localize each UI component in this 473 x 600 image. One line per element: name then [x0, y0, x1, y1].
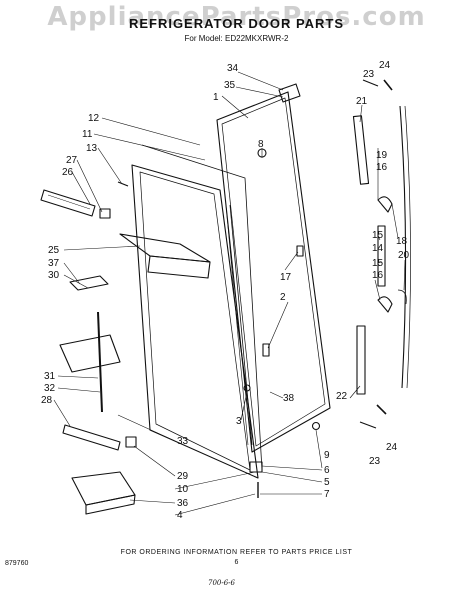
callout-33: 33	[177, 436, 189, 447]
callout-8: 8	[258, 139, 264, 150]
handle-middle	[377, 225, 386, 287]
callout-16-bottom: 16	[372, 270, 384, 281]
ordering-note: FOR ORDERING INFORMATION REFER TO PARTS …	[120, 549, 353, 556]
callout-14: 14	[372, 243, 384, 254]
shelf-cover	[69, 275, 109, 291]
callout-24-top: 24	[379, 60, 391, 71]
callout-30: 30	[48, 270, 60, 281]
handle-trim	[399, 105, 407, 389]
callout-12: 12	[88, 113, 100, 124]
callout-19: 19	[376, 150, 388, 161]
callout-21: 21	[356, 96, 368, 107]
callout-24-bottom: 24	[386, 442, 398, 453]
door-shelf	[119, 233, 211, 279]
callout-34: 34	[227, 63, 239, 74]
callout-16-top: 16	[376, 162, 388, 173]
model-subtitle: For Model: ED22MKXRWR-2	[184, 34, 289, 43]
diagram-code: 879760	[5, 560, 29, 567]
page-number: 6	[234, 559, 239, 566]
callout-18: 18	[396, 236, 408, 247]
callout-4: 4	[177, 510, 183, 521]
callout-2: 2	[280, 292, 286, 303]
callout-32: 32	[44, 383, 56, 394]
watermark: AppliancePartsPros.com	[47, 2, 426, 32]
callout-1: 1	[213, 92, 219, 103]
callout-35: 35	[224, 80, 236, 91]
callout-38: 38	[283, 393, 295, 404]
door-liner-panel	[131, 164, 259, 479]
callout-25: 25	[48, 245, 60, 256]
bottom-bin	[71, 471, 136, 515]
door-stop	[311, 421, 321, 431]
door-gasket	[141, 144, 263, 471]
callout-37: 37	[48, 258, 60, 269]
callout-13: 13	[86, 143, 98, 154]
callout-15-top: 15	[372, 230, 384, 241]
model-label	[278, 83, 301, 103]
handwritten-code: 700-6-6	[208, 579, 235, 587]
top-trim-piece	[40, 189, 96, 217]
door-bin	[59, 334, 121, 373]
callout-23-bottom: 23	[369, 456, 381, 467]
callout-27: 27	[66, 155, 78, 166]
callout-17: 17	[280, 272, 292, 283]
callout-22: 22	[336, 391, 348, 402]
cam-washer	[243, 384, 251, 392]
callout-26: 26	[62, 167, 74, 178]
callout-23-top: 23	[363, 69, 375, 80]
callout-6: 6	[324, 465, 330, 476]
callout-10: 10	[177, 484, 189, 495]
callout-11: 11	[82, 129, 93, 140]
trim-clip	[99, 208, 111, 219]
handle-lower	[356, 325, 366, 395]
bar-clip	[125, 436, 137, 448]
callout-20: 20	[398, 250, 410, 261]
callout-7: 7	[324, 489, 330, 500]
bottom-hinge	[249, 461, 263, 473]
callout-31: 31	[44, 371, 56, 382]
callout-28: 28	[41, 395, 53, 406]
callout-9: 9	[324, 450, 330, 461]
callout-15-bottom: 15	[372, 258, 384, 269]
door-bar	[62, 424, 121, 451]
callout-5: 5	[324, 477, 330, 488]
door-outer-panel	[216, 91, 331, 453]
page-title: REFRIGERATOR DOOR PARTS	[128, 16, 345, 31]
door-bracket	[296, 245, 304, 257]
closer-bracket	[262, 343, 270, 357]
callout-36: 36	[177, 498, 189, 509]
callout-3: 3	[236, 416, 242, 427]
callout-29: 29	[177, 471, 189, 482]
handle-upper	[352, 115, 370, 185]
